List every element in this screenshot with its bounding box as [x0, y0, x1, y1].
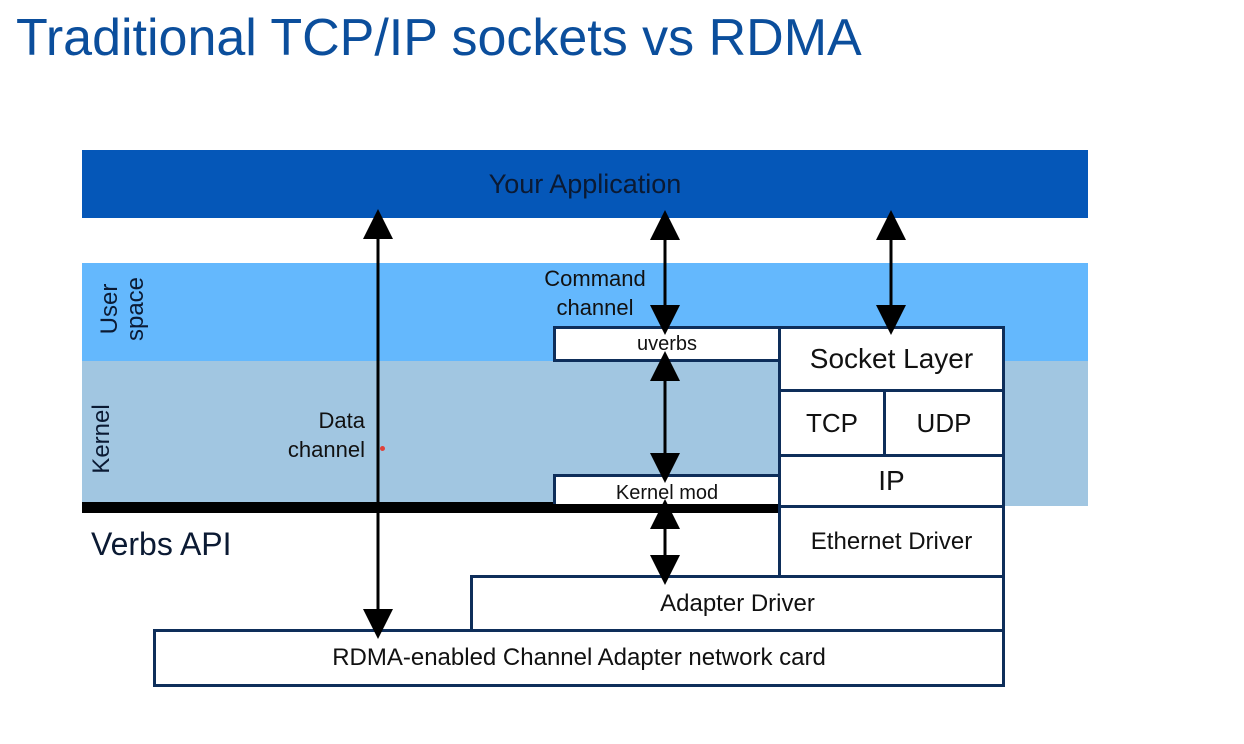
- verbs-api-label: Verbs API: [91, 526, 232, 562]
- socket-layer-box: Socket Layer: [778, 326, 1005, 392]
- socket-layer-label: Socket Layer: [809, 343, 974, 374]
- rdma-card-box: RDMA-enabled Channel Adapter network car…: [153, 629, 1005, 687]
- ethernet-driver-box: Ethernet Driver: [778, 505, 1005, 578]
- uverbs-label: uverbs: [636, 332, 698, 355]
- rdma-card-label: RDMA-enabled Channel Adapter network car…: [332, 644, 826, 671]
- adapter-driver-label: Adapter Driver: [660, 590, 815, 617]
- tcp-label: TCP: [806, 407, 858, 438]
- ip-label: IP: [878, 465, 905, 496]
- your-application-label: Your Application: [488, 168, 682, 199]
- command-channel-label: Command channel: [544, 266, 646, 320]
- verbs-api-divider: [82, 502, 779, 513]
- data-channel-label: Data channel: [287, 408, 365, 462]
- slide-title: Traditional TCP/IP sockets vs RDMA: [16, 9, 862, 67]
- ethernet-driver-label: Ethernet Driver: [810, 527, 973, 555]
- udp-label: UDP: [916, 407, 972, 438]
- kernel-mod-label: Kernel mod: [615, 482, 719, 504]
- udp-box: UDP: [883, 389, 1005, 457]
- your-application-band: Your Application: [82, 150, 1088, 218]
